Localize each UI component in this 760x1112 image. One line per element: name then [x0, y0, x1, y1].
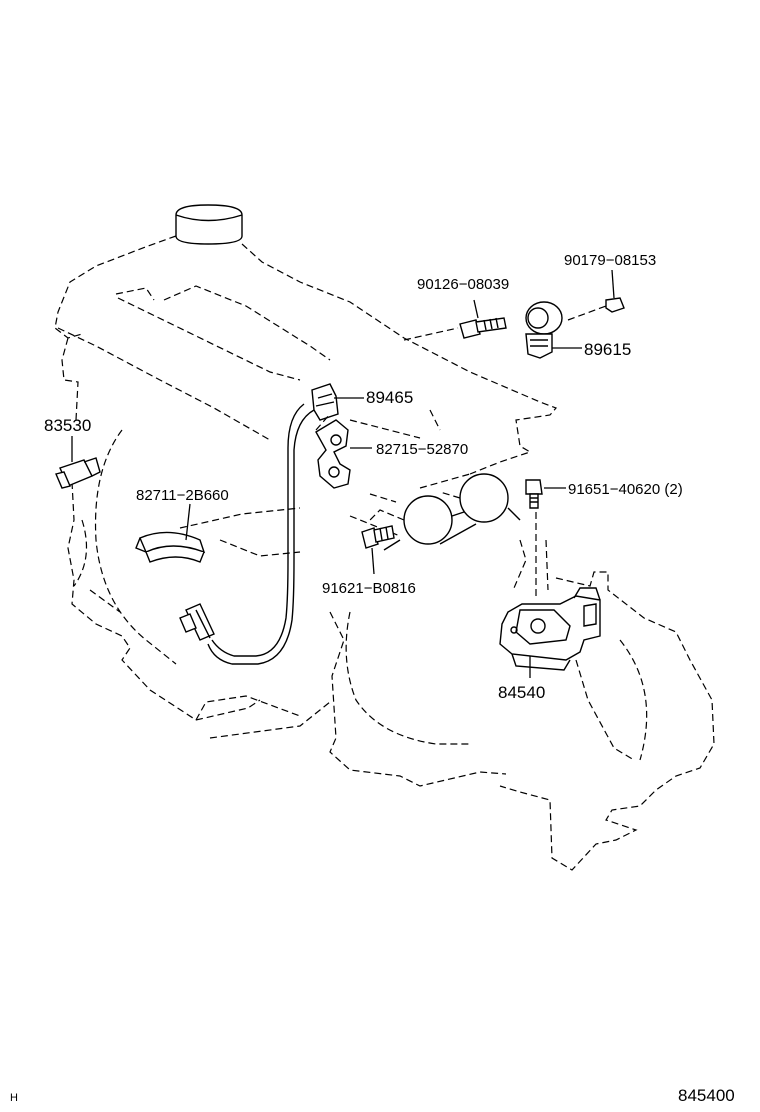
diagram-id: 845400 [678, 1086, 735, 1105]
callout-91621-B0816: 91621−B0816 [322, 580, 416, 597]
callout-84540: 84540 [498, 683, 545, 702]
callout-83530: 83530 [44, 416, 91, 435]
knock-sensor-89615[interactable] [525, 301, 582, 359]
bolt-91621-B0816[interactable] [361, 525, 395, 575]
callout-89615: 89615 [584, 340, 631, 359]
bolt-91651-40620[interactable] [525, 479, 566, 509]
oil-pressure-switch-83530[interactable] [55, 436, 101, 489]
callout-89465: 89465 [366, 388, 413, 407]
footer-left-mark: H [10, 1092, 18, 1104]
oxygen-sensor-89465[interactable] [179, 383, 364, 665]
bolt-90126-08039[interactable] [403, 299, 507, 341]
callout-90126-08039: 90126−08039 [417, 276, 509, 293]
engine-block-outline [54, 204, 715, 871]
callout-82715-52870: 82715−52870 [376, 441, 468, 458]
callout-91651-40620: 91651−40620 (2) [568, 481, 683, 498]
callout-90179-08153: 90179−08153 [564, 252, 656, 269]
neutral-switch-84540[interactable] [499, 587, 601, 678]
intake-runners [369, 473, 521, 551]
callout-82711-2B660: 82711−2B660 [136, 487, 229, 504]
nut-90179-08153[interactable] [567, 269, 625, 321]
bracket-82715-52870[interactable] [315, 413, 372, 489]
clamp-82711-2B660[interactable] [135, 503, 206, 563]
